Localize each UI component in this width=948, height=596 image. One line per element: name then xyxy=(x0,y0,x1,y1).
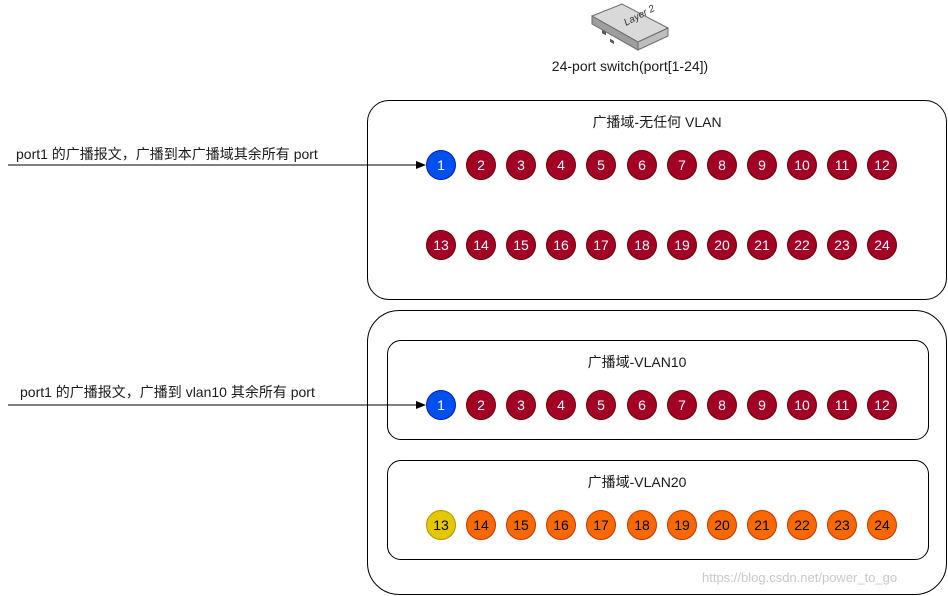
port-21-row4: 21 xyxy=(747,510,777,540)
port-13-row4: 13 xyxy=(426,510,456,540)
port-11-row3: 11 xyxy=(827,390,857,420)
port-21-row2: 21 xyxy=(747,230,777,260)
port-1-row3: 1 xyxy=(426,390,456,420)
domain-title-vlan10: 广播域-VLAN10 xyxy=(587,354,687,370)
port-22-row2: 22 xyxy=(787,230,817,260)
port-11-row1: 11 xyxy=(827,150,857,180)
port-9-row1: 9 xyxy=(747,150,777,180)
port-2-row1: 2 xyxy=(466,150,496,180)
port-12-row3: 12 xyxy=(867,390,897,420)
port-4-row1: 4 xyxy=(546,150,576,180)
port-7-row3: 7 xyxy=(667,390,697,420)
arrow-label-vlan10: port1 的广播报文，广播到 vlan10 其余所有 port xyxy=(20,384,315,400)
port-13-row2: 13 xyxy=(426,230,456,260)
port-3-row3: 3 xyxy=(506,390,536,420)
broadcast-domain-no-vlan xyxy=(367,100,947,300)
port-23-row2: 23 xyxy=(827,230,857,260)
port-4-row3: 4 xyxy=(546,390,576,420)
port-6-row3: 6 xyxy=(627,390,657,420)
port-8-row1: 8 xyxy=(707,150,737,180)
port-17-row4: 17 xyxy=(586,510,616,540)
port-10-row1: 10 xyxy=(787,150,817,180)
watermark: https://blog.csdn.net/power_to_go xyxy=(702,570,898,585)
port-3-row1: 3 xyxy=(506,150,536,180)
port-5-row1: 5 xyxy=(586,150,616,180)
port-5-row3: 5 xyxy=(586,390,616,420)
port-20-row2: 20 xyxy=(707,230,737,260)
domain-title-no-vlan: 广播域-无任何 VLAN xyxy=(592,114,722,130)
port-14-row4: 14 xyxy=(466,510,496,540)
port-24-row4: 24 xyxy=(867,510,897,540)
switch-label: 24-port switch(port[1-24]) xyxy=(551,58,709,74)
port-22-row4: 22 xyxy=(787,510,817,540)
port-24-row2: 24 xyxy=(867,230,897,260)
port-2-row3: 2 xyxy=(466,390,496,420)
port-18-row2: 18 xyxy=(627,230,657,260)
port-15-row4: 15 xyxy=(506,510,536,540)
port-16-row2: 16 xyxy=(546,230,576,260)
port-8-row3: 8 xyxy=(707,390,737,420)
port-9-row3: 9 xyxy=(747,390,777,420)
port-17-row2: 17 xyxy=(586,230,616,260)
port-6-row1: 6 xyxy=(627,150,657,180)
port-16-row4: 16 xyxy=(546,510,576,540)
arrow-label-no-vlan: port1 的广播报文，广播到本广播域其余所有 port xyxy=(16,146,318,162)
port-14-row2: 14 xyxy=(466,230,496,260)
port-7-row1: 7 xyxy=(667,150,697,180)
port-19-row4: 19 xyxy=(667,510,697,540)
layer2-switch-icon: Layer 2 xyxy=(590,3,670,51)
port-20-row4: 20 xyxy=(707,510,737,540)
port-23-row4: 23 xyxy=(827,510,857,540)
port-10-row3: 10 xyxy=(787,390,817,420)
port-19-row2: 19 xyxy=(667,230,697,260)
port-15-row2: 15 xyxy=(506,230,536,260)
port-18-row4: 18 xyxy=(627,510,657,540)
domain-title-vlan20: 广播域-VLAN20 xyxy=(587,474,687,490)
port-12-row1: 12 xyxy=(867,150,897,180)
port-1-row1: 1 xyxy=(426,150,456,180)
